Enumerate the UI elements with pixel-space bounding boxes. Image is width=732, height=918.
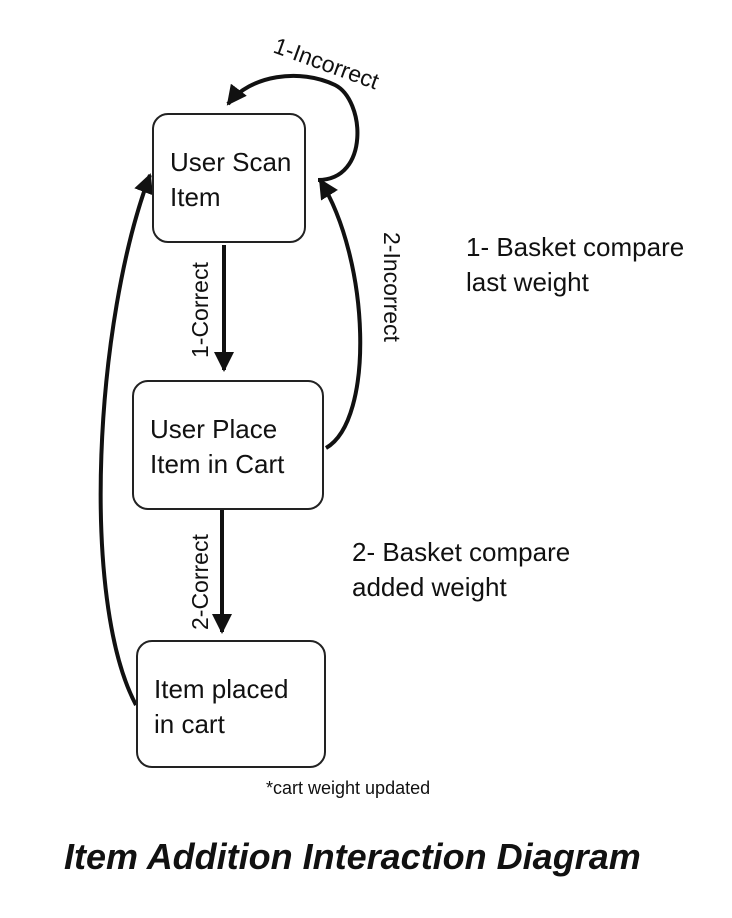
note-basket-compare-added: 2- Basket compare added weight [352,535,570,605]
note-basket-compare-last-line2: last weight [466,267,589,297]
incorrect-2-arrow [318,178,363,450]
return-to-scan-arrow [98,173,153,706]
node-user-place-item-line1: User Place [150,414,278,444]
loop-incorrect-label: 1-Incorrect [270,32,383,94]
node-item-placed: Item placed in cart [136,640,326,768]
diagram-title: Item Addition Interaction Diagram [64,836,641,877]
correct-2-label: 2-Correct [187,534,213,630]
node-user-scan-item-line1: User Scan [170,147,292,177]
correct-1-label: 1-Correct [187,262,213,358]
note-basket-compare-last-line1: 1- Basket compare [466,232,685,262]
loop-incorrect-arrow [226,73,360,182]
note-basket-compare-last: 1- Basket compare last weight [466,230,684,300]
node-user-place-item: User Place Item in Cart [132,380,324,510]
node-item-placed-line2: in cart [154,709,225,739]
node-item-placed-line1: Item placed [154,674,289,704]
note-basket-compare-added-line1: 2- Basket compare [352,537,571,567]
footnote-cart-weight: *cart weight updated [266,778,431,798]
note-basket-compare-added-line2: added weight [352,572,507,602]
node-user-scan-item-line2: Item [170,182,221,212]
node-user-scan-item: User Scan Item [152,113,306,243]
incorrect-2-label: 2-Incorrect [379,232,405,343]
node-user-place-item-line2: Item in Cart [150,449,285,479]
